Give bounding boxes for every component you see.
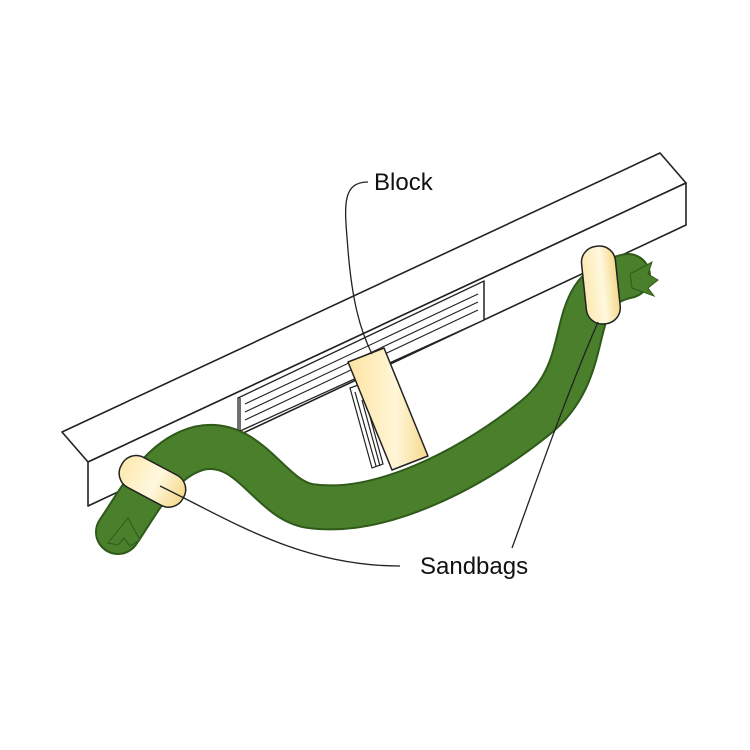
tube-tie-left-icon	[107, 517, 141, 547]
block-supports	[349, 383, 384, 469]
sandbags-leader-left	[159, 485, 401, 567]
block-label: Block	[374, 169, 434, 196]
sandbags-leader-right	[511, 321, 599, 549]
tube-tie-right-icon	[629, 260, 659, 298]
panel-stripe-1	[244, 293, 479, 405]
sandbag-tube	[95, 253, 659, 555]
block-leader-line	[345, 181, 373, 355]
sandbags-label: Sandbags	[420, 553, 528, 580]
leader-lines	[159, 181, 599, 567]
sandbag-right	[580, 245, 622, 325]
